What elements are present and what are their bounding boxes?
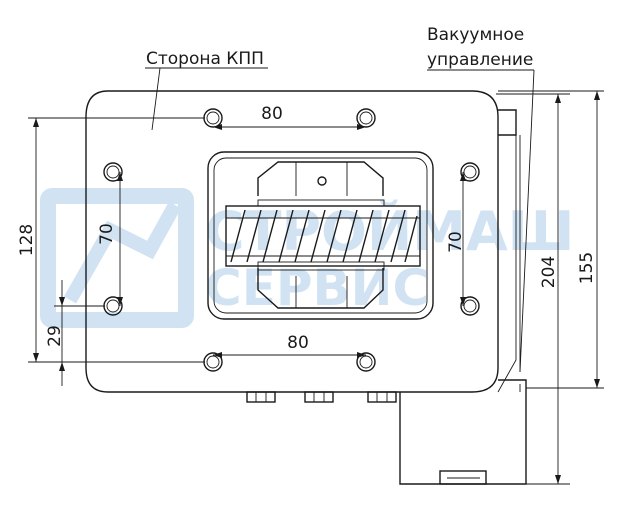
hole-mid-right-top xyxy=(460,162,480,182)
label-gearbox-side: Сторона КПП xyxy=(146,49,264,69)
dim-left-128-label: 128 xyxy=(17,224,37,256)
dim-left-29-label: 29 xyxy=(45,325,65,347)
center-opening xyxy=(207,151,434,320)
hole-mid-left-top xyxy=(103,162,123,182)
label-vacuum-line1: Вакуумное xyxy=(427,25,524,45)
hole-bottom-right xyxy=(356,352,376,372)
dim-left-70-label: 70 xyxy=(97,223,117,245)
dim-right-155: 155 xyxy=(498,90,604,389)
dim-left-70: 70 xyxy=(97,172,123,306)
dim-top-80: 80 xyxy=(213,104,366,130)
dim-left-128: 128 xyxy=(17,117,205,363)
vacuum-connector xyxy=(439,470,487,485)
hole-mid-right-bottom xyxy=(460,296,480,316)
worm-gear-icon xyxy=(225,199,421,271)
watermark: СТРОЙМАШ СЕРВИС xyxy=(40,188,574,328)
label-vacuum-line2: управление xyxy=(427,50,533,70)
dim-right-70: 70 xyxy=(446,172,466,306)
dim-right-204: 204 xyxy=(486,93,570,485)
hole-top-right xyxy=(356,108,376,128)
bottom-nuts xyxy=(246,391,397,403)
dim-top-80-label: 80 xyxy=(261,104,283,124)
dim-left-29: 29 xyxy=(45,280,105,386)
watermark-logo-icon xyxy=(40,188,194,328)
leader-vacuum-control: Вакуумное управление xyxy=(427,25,535,373)
dim-bottom-80: 80 xyxy=(213,333,366,358)
dim-bottom-80-label: 80 xyxy=(287,333,309,353)
dim-right-155-label: 155 xyxy=(577,252,597,284)
leader-gearbox-side: Сторона КПП xyxy=(145,49,268,131)
mounting-plate xyxy=(85,90,499,393)
watermark-line1: СТРОЙМАШ xyxy=(205,200,574,263)
dim-right-204-label: 204 xyxy=(539,256,559,288)
hole-top-left xyxy=(203,108,223,128)
dim-right-70-label: 70 xyxy=(446,231,466,253)
